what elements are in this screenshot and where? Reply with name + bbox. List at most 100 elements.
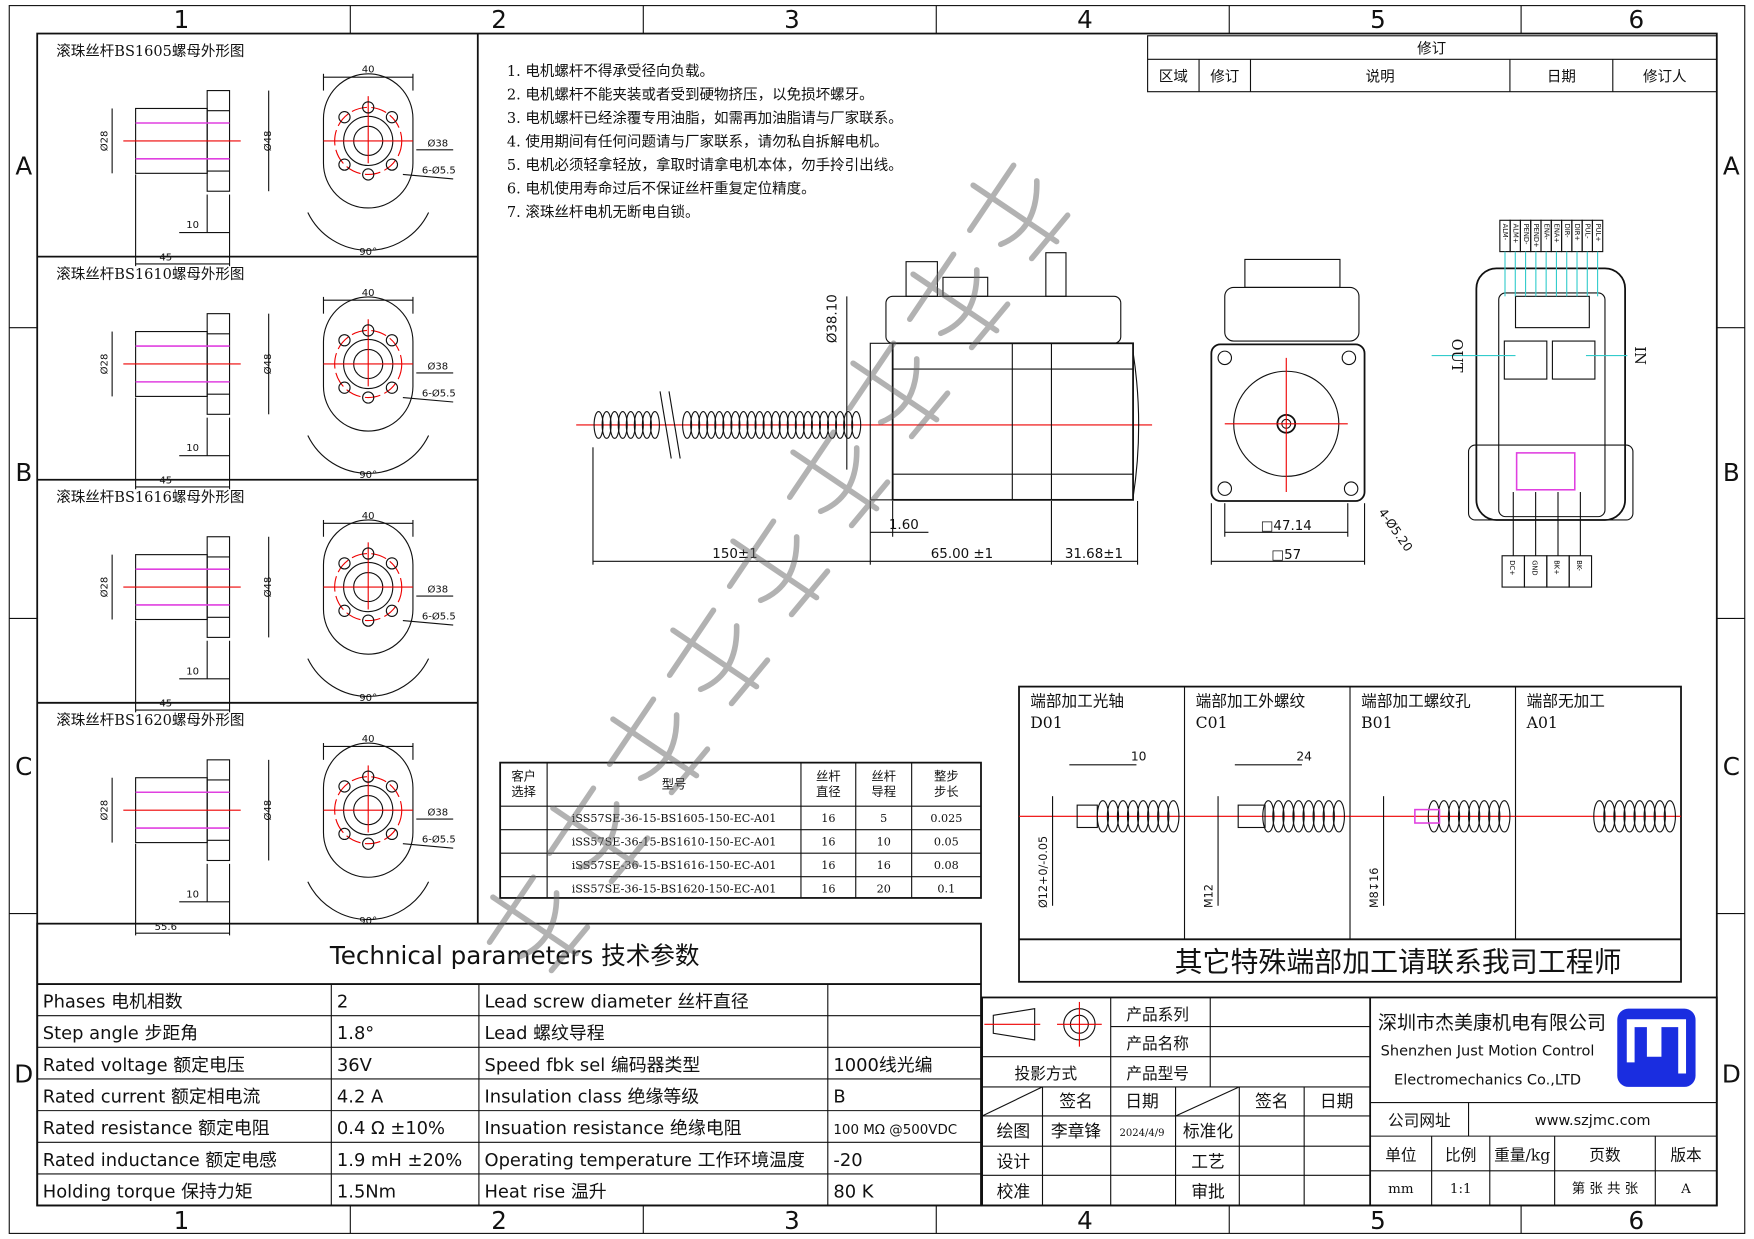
table-header-line: 导程 <box>871 784 896 799</box>
tech-title: Technical parameters 技术参数 <box>329 941 700 970</box>
nut-title: 滚珠丝杆BS1605螺母外形图 <box>56 43 244 60</box>
tech-cell: 1.5Nm <box>337 1181 396 1202</box>
end-options-panel: 其它特殊端部加工请联系我司工程师 端部加工光轴D0110Ø12+0/-0.05端… <box>1018 685 1682 983</box>
company-name-en: Shenzhen Just Motion Control <box>1381 1044 1595 1060</box>
flange-outline <box>322 73 414 209</box>
screw-thread <box>802 410 813 439</box>
screw-thread <box>1272 800 1285 833</box>
model-table: 客户选择型号丝杆直径丝杆导程整步步长iSS57SE-36-15-BS1605-1… <box>499 761 982 899</box>
bolt-hole <box>362 614 375 627</box>
table-header: 客户选择 <box>511 769 536 800</box>
angle-arc <box>307 435 430 474</box>
tech-cell: Rated current 额定相电流 <box>43 1086 261 1107</box>
table-header-line: 步长 <box>934 785 959 799</box>
info-value: 第 张 共 张 <box>1572 1180 1639 1197</box>
revision-header: 修订人 <box>1643 69 1687 86</box>
zone-col-label: 2 <box>491 1206 507 1235</box>
bolt-hole <box>338 604 351 617</box>
screw-thread <box>641 410 652 439</box>
bolt-hole <box>385 557 399 570</box>
tech-cell: Lead screw diameter 丝杆直径 <box>485 992 749 1013</box>
table-cell: 16 <box>821 882 835 895</box>
screw-thread <box>682 410 693 439</box>
note-item: 7. 滚珠丝杆电机无断电自锁。 <box>507 204 700 221</box>
check-label: 校准 <box>997 1182 1031 1202</box>
date-label: 日期 <box>1125 1091 1159 1111</box>
zone-row-label: B <box>15 458 32 487</box>
tech-cell: 1.8° <box>337 1023 374 1044</box>
screw-thread <box>1653 800 1666 833</box>
bolt-hole <box>385 780 399 793</box>
dim-angle: 90° <box>359 247 377 258</box>
screw-thread <box>1292 800 1305 833</box>
dim-d48: Ø48 <box>262 800 274 821</box>
tech-cell: Holding torque 保持力矩 <box>43 1181 253 1202</box>
dim-shaft-dia: Ø38.10 <box>826 294 841 343</box>
draw-date: 2024/4/9 <box>1119 1128 1164 1139</box>
tech-cell: Phases 电机相数 <box>43 992 183 1013</box>
nut-title: 滚珠丝杆BS1616螺母外形图 <box>56 489 244 506</box>
screw-thread <box>794 410 805 439</box>
screw-thread <box>1663 800 1676 833</box>
bolt-hole <box>362 101 375 114</box>
zone-row-label: D <box>14 1059 33 1088</box>
screw-thread <box>1106 800 1120 833</box>
note-item: 6. 电机使用寿命过后不保证丝杆重复定位精度。 <box>507 179 816 197</box>
watermark-stamp <box>486 162 1071 974</box>
screw-thread <box>1478 800 1491 833</box>
power-label: BK+ <box>1553 560 1561 575</box>
zone-col-label: 5 <box>1370 5 1386 34</box>
dim-holes: 6-Ø5.5 <box>422 164 456 176</box>
table-header: 丝杆直径 <box>816 770 841 800</box>
product-name-label: 产品名称 <box>1126 1034 1189 1053</box>
revision-header: 日期 <box>1547 69 1576 86</box>
table-cell: 16 <box>821 835 835 848</box>
end-dia: M8↧16 <box>1368 868 1381 908</box>
screw-thread <box>1467 800 1481 833</box>
signal-label: PUL- <box>1584 224 1592 240</box>
screw-thread <box>746 410 757 439</box>
note-item: 3. 电机螺杆已经涂覆专用油脂，如需再加油脂请与厂家联系。 <box>507 110 903 127</box>
tech-cell: 80 K <box>833 1181 874 1202</box>
tech-cell: Speed fbk sel 编码器类型 <box>485 1055 701 1076</box>
screw-thread <box>1603 800 1616 833</box>
company-name-cn: 深圳市杰美康机电有限公司 <box>1378 1012 1606 1034</box>
watermark-glyph <box>606 696 711 796</box>
note-item: 1. 电机螺杆不得承受径向负载。 <box>507 63 714 80</box>
dim-d38: Ø38 <box>427 807 448 819</box>
screw-thread <box>738 410 749 439</box>
dim-width: 40 <box>362 288 375 299</box>
screw-thread <box>601 410 612 439</box>
watermark-glyph <box>726 518 831 618</box>
end-options-footer: 其它特殊端部加工请联系我司工程师 <box>1175 946 1622 979</box>
angle-arc <box>307 881 430 921</box>
nut-title: 滚珠丝杆BS1620螺母外形图 <box>56 712 244 729</box>
screw-thread <box>593 410 604 439</box>
company-name-en: Electromechanics Co.,LTD <box>1394 1073 1581 1089</box>
shaft-end <box>1076 804 1098 829</box>
dim-angle: 90° <box>359 916 377 927</box>
dim-pilot: □47.14 <box>1261 519 1312 534</box>
dim-flange-width: 10 <box>186 443 199 454</box>
dim-d38: Ø38 <box>427 361 448 373</box>
end-option-title: 端部加工螺纹孔 <box>1361 692 1471 711</box>
motor-side-view: Ø38.10 1.60 150±1 65.00 ±1 31.68±1 <box>576 252 1153 565</box>
table-cell: 0.025 <box>930 812 962 825</box>
zone-col-label: 6 <box>1628 1206 1644 1235</box>
revision-title: 修订 <box>1417 41 1446 58</box>
end-option-code: B01 <box>1361 713 1392 732</box>
note-item: 5. 电机必须轻拿轻放，拿取时请拿电机本体，勿手拎引出线。 <box>507 156 903 174</box>
dim-body-length: 65.00 ±1 <box>931 547 993 562</box>
screw-thread <box>722 410 733 439</box>
tech-cell: Rated resistance 额定电阻 <box>43 1118 270 1139</box>
screw-thread <box>714 410 725 439</box>
table-cell: 16 <box>821 859 835 872</box>
dim-flange: □57 <box>1271 548 1301 563</box>
angle-arc <box>307 212 430 251</box>
dim-holes: 6-Ø5.5 <box>422 611 456 623</box>
screw-thread <box>1147 800 1160 833</box>
process-label: 工艺 <box>1191 1151 1225 1171</box>
dim-length: 45 <box>159 699 172 710</box>
bolt-hole <box>362 324 375 337</box>
